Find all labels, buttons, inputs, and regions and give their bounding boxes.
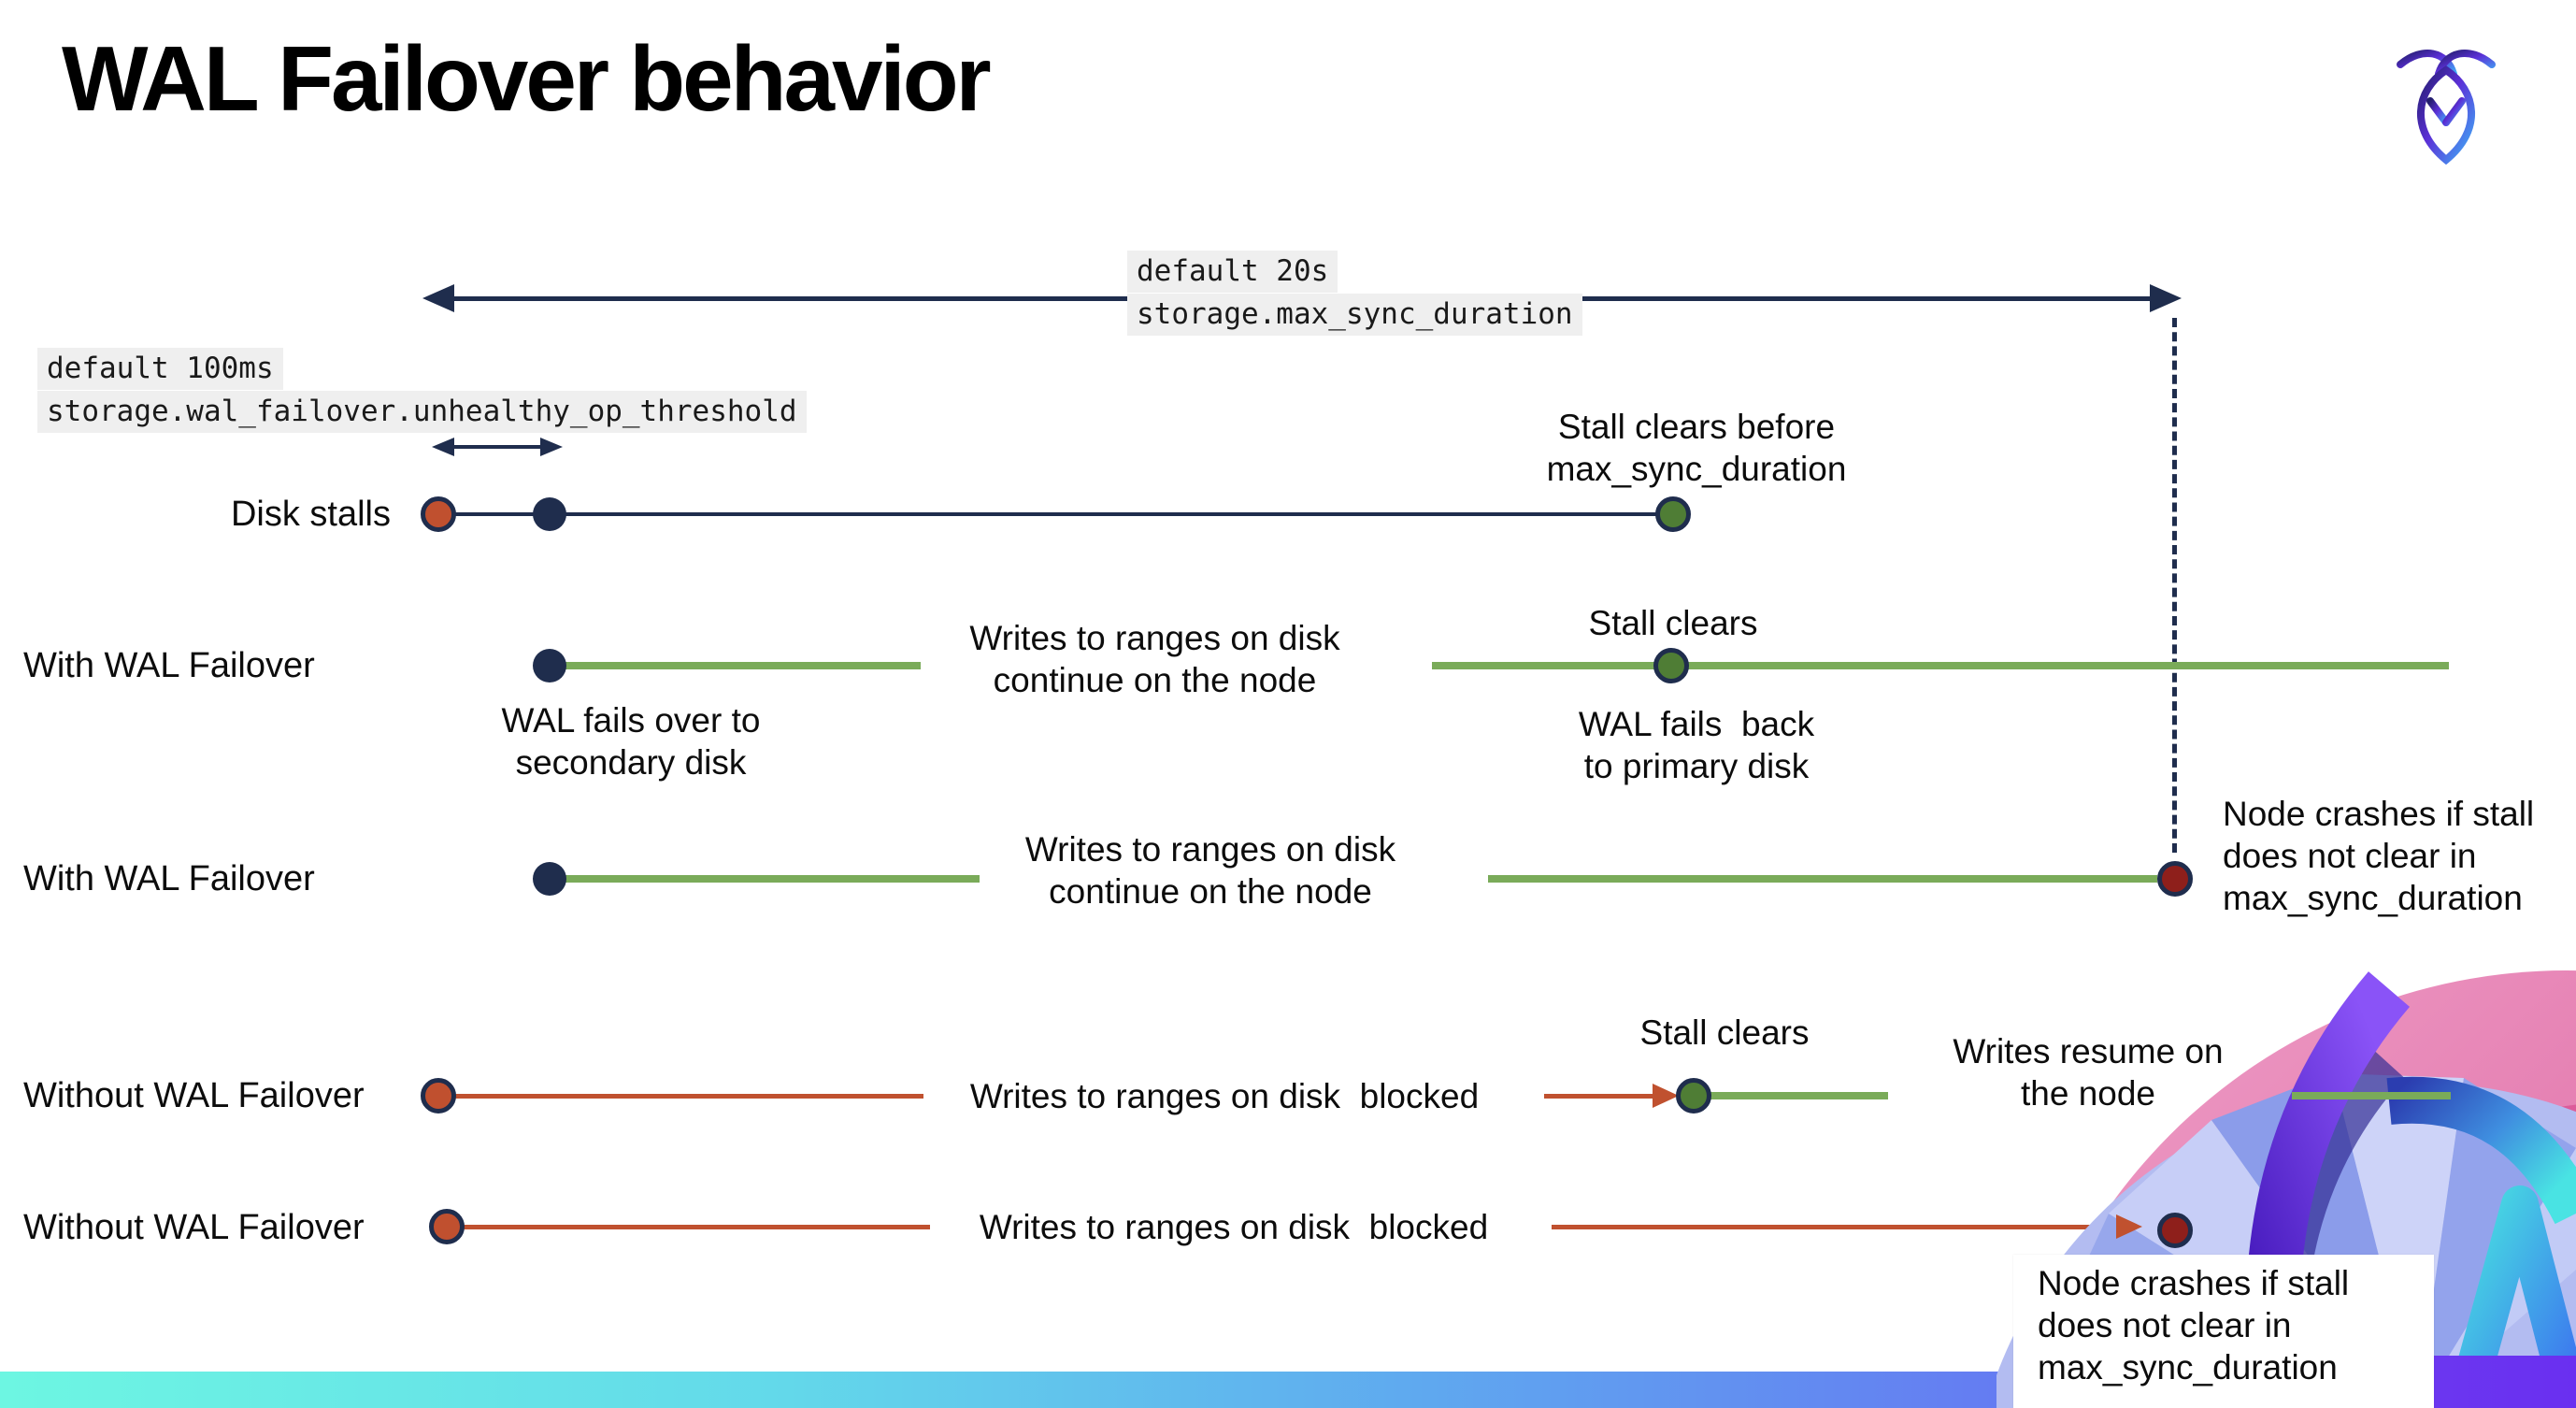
writes-continue2-line-a (561, 875, 980, 883)
writes-blocked-line-b (1544, 1094, 1660, 1099)
max-sync-default-label: default 20s (1127, 251, 1338, 293)
writes-resume-line-a (1710, 1092, 1888, 1099)
threshold-crossed-dot (533, 497, 566, 531)
node-crashes-label-2: Node crashes if stall does not clear in … (2038, 1264, 2350, 1386)
writes-blocked-line-a (454, 1094, 923, 1099)
stall-clears-label-2: Stall clears (1639, 1013, 1810, 1052)
red-arrowhead-icon-2 (2116, 1214, 2142, 1239)
writes-continue-line-b (1432, 662, 1656, 669)
unhealthy-op-threshold-callout: default 100ms storage.wal_failover.unhea… (37, 348, 807, 434)
wal-fails-back-label: WAL fails back to primary disk (1578, 705, 1815, 785)
node-crash-callout-box: Node crashes if stall does not clear in … (2013, 1255, 2434, 1408)
stall-clears-dot (1655, 496, 1691, 532)
stall-start-dot (421, 496, 456, 532)
failover-dot (533, 649, 566, 682)
row-label-with-wal-failover-1: With WAL Failover (23, 646, 315, 685)
stall-start-dot-3 (429, 1209, 465, 1244)
small-arrowhead-left-icon (432, 438, 454, 456)
max-sync-setting-label: storage.max_sync_duration (1127, 294, 1582, 336)
stall-clears-before-label: Stall clears before max_sync_duration (1546, 408, 1847, 488)
threshold-default-label: default 100ms (37, 348, 283, 390)
arrowhead-left-icon (422, 284, 454, 312)
stall-start-dot-2 (421, 1078, 456, 1113)
writes-continue-label-2: Writes to ranges on disk continue on the… (1024, 830, 1396, 911)
failback-dot (1653, 648, 1689, 683)
row-label-disk-stalls: Disk stalls (230, 495, 391, 534)
writes-resume-line-b (2292, 1092, 2451, 1099)
threshold-span-line (449, 445, 542, 449)
stall-clears-dot-2 (1676, 1078, 1711, 1113)
writes-continue-line-a (561, 662, 921, 669)
writes-continue2-line-b (1488, 875, 2157, 883)
writes-continue-label-1: Writes to ranges on disk continue on the… (969, 619, 1340, 699)
threshold-setting-label: storage.wal_failover.unhealthy_op_thresh… (37, 391, 807, 433)
wal-fails-over-label: WAL fails over to secondary disk (501, 701, 761, 782)
writes-blocked-label-1: Writes to ranges on disk blocked (969, 1077, 1480, 1115)
failover-dot-2 (533, 862, 566, 896)
node-crash-dot-1 (2157, 861, 2193, 897)
writes-continue-line-c (1687, 662, 2449, 669)
max-sync-duration-callout: default 20s storage.max_sync_duration (1127, 251, 1582, 337)
max-sync-deadline-dashed-line (2172, 318, 2177, 853)
page-title: WAL Failover behavior (62, 27, 992, 130)
row-label-with-wal-failover-2: With WAL Failover (23, 859, 315, 898)
red-arrowhead-icon-1 (1653, 1084, 1679, 1108)
writes-blocked2-line-a (463, 1225, 930, 1229)
small-arrowhead-right-icon (540, 438, 563, 456)
cockroachdb-logo-icon (2397, 49, 2496, 165)
row-label-without-wal-failover-2: Without WAL Failover (23, 1208, 365, 1247)
stall-clears-label-1: Stall clears (1588, 604, 1758, 642)
writes-blocked-label-2: Writes to ranges on disk blocked (979, 1208, 1489, 1246)
node-crash-dot-2 (2157, 1213, 2193, 1248)
writes-blocked2-line-b (1552, 1225, 2124, 1229)
writes-resume-label: Writes resume on the node (1953, 1032, 2224, 1113)
arrowhead-right-icon (2150, 284, 2182, 312)
disk-stall-timeline-line (438, 512, 1673, 516)
node-crashes-label-1: Node crashes if stall does not clear in … (2223, 795, 2535, 917)
row-label-without-wal-failover-1: Without WAL Failover (23, 1076, 365, 1115)
